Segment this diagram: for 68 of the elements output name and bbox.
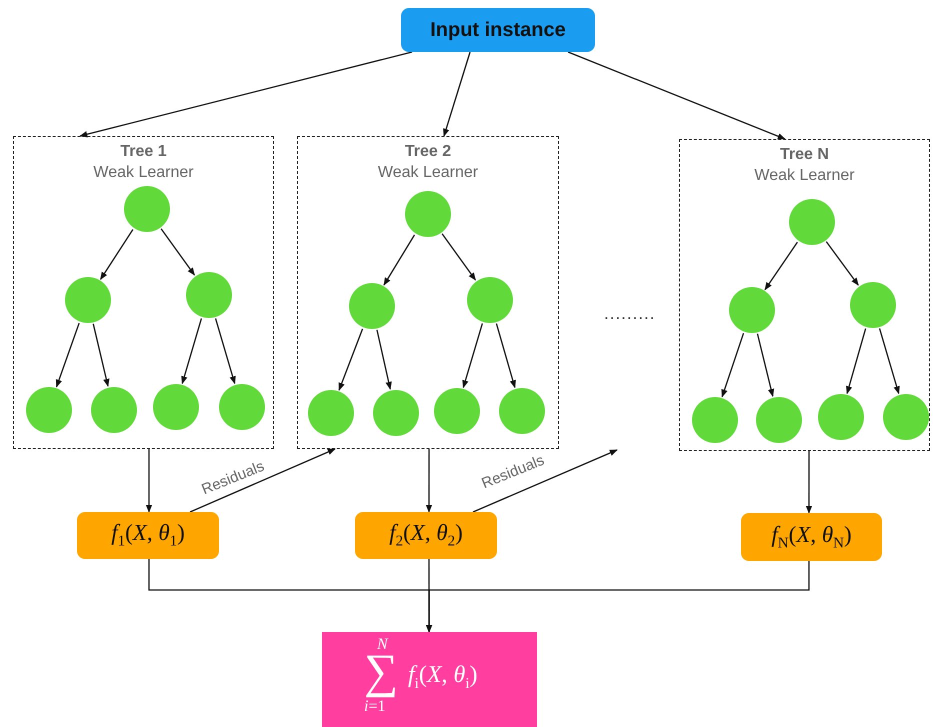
tree-group-box	[297, 136, 559, 449]
tree-subtitle: Weak Learner	[754, 167, 855, 185]
arrow	[214, 318, 236, 384]
arrow	[443, 52, 471, 137]
tree-title: Tree 1	[120, 143, 167, 161]
tree-node-circle	[434, 388, 480, 434]
formula: f$_{2}$(X, θ$_{2}$)	[389, 520, 463, 551]
ellipsis: .........	[604, 304, 656, 324]
tree-node-circle	[152, 384, 198, 430]
arrow	[190, 448, 336, 513]
arrow	[721, 332, 744, 398]
function-box	[355, 512, 497, 559]
arrow	[472, 449, 618, 513]
arrow	[338, 328, 364, 391]
sum-box	[322, 632, 537, 727]
tree-node-circle	[186, 272, 232, 318]
tree-node-circle	[124, 186, 170, 232]
arrow	[764, 242, 798, 290]
lower-limit: i=1	[364, 698, 386, 716]
arrow	[496, 323, 516, 388]
tree-node-circle	[498, 388, 544, 434]
arrow	[160, 228, 195, 276]
arrow	[181, 318, 202, 384]
arrow	[376, 330, 392, 390]
arrow	[462, 323, 483, 388]
arrow	[92, 324, 110, 387]
arrow	[806, 451, 812, 514]
tree-node-circle	[26, 386, 72, 432]
tree-node-circle	[372, 390, 418, 436]
arrow	[56, 322, 80, 388]
tree-node-circle	[728, 286, 774, 332]
arrow	[426, 449, 432, 513]
tree-node-circle	[850, 282, 896, 328]
tree-node-circle	[218, 384, 264, 430]
arrow	[756, 334, 774, 397]
tree-node-circle	[818, 394, 864, 440]
tree-node-circle	[788, 198, 834, 244]
tree-node-circle	[882, 394, 928, 440]
function-box	[741, 513, 882, 561]
tree-node-circle	[756, 396, 802, 442]
tree-node-circle	[466, 276, 512, 322]
arrow	[878, 328, 900, 394]
tree-node-circle	[64, 276, 110, 322]
arrow	[426, 561, 810, 633]
arrow	[146, 449, 152, 513]
input-box: Input instance	[401, 8, 595, 52]
formula: f$_{i}$(X, θ$_{i}$)	[408, 662, 478, 694]
arrow	[442, 233, 476, 281]
arrow	[568, 51, 786, 140]
arrow	[383, 234, 416, 286]
formula: f$_{1}$(X, θ$_{1}$)	[111, 520, 185, 551]
arrow	[79, 51, 412, 138]
tree-node-circle	[404, 190, 450, 236]
tree-node-circle	[308, 390, 354, 436]
tree-subtitle: Weak Learner	[93, 164, 194, 182]
arrow	[100, 229, 134, 280]
tree-node-circle	[90, 386, 136, 432]
arrow	[846, 328, 866, 394]
formula: f$_{N}$(X, θ$_{N}$)	[771, 522, 852, 552]
tree-subtitle: Weak Learner	[378, 164, 478, 182]
function-box	[77, 512, 219, 559]
tree-title: Tree 2	[404, 143, 452, 161]
tree-group-box	[679, 139, 930, 451]
tree-node-circle	[692, 396, 738, 442]
tree-node-circle	[348, 282, 394, 328]
tree-title: Tree N	[780, 146, 829, 164]
tree-group-box	[13, 136, 274, 449]
arrow	[826, 241, 859, 286]
